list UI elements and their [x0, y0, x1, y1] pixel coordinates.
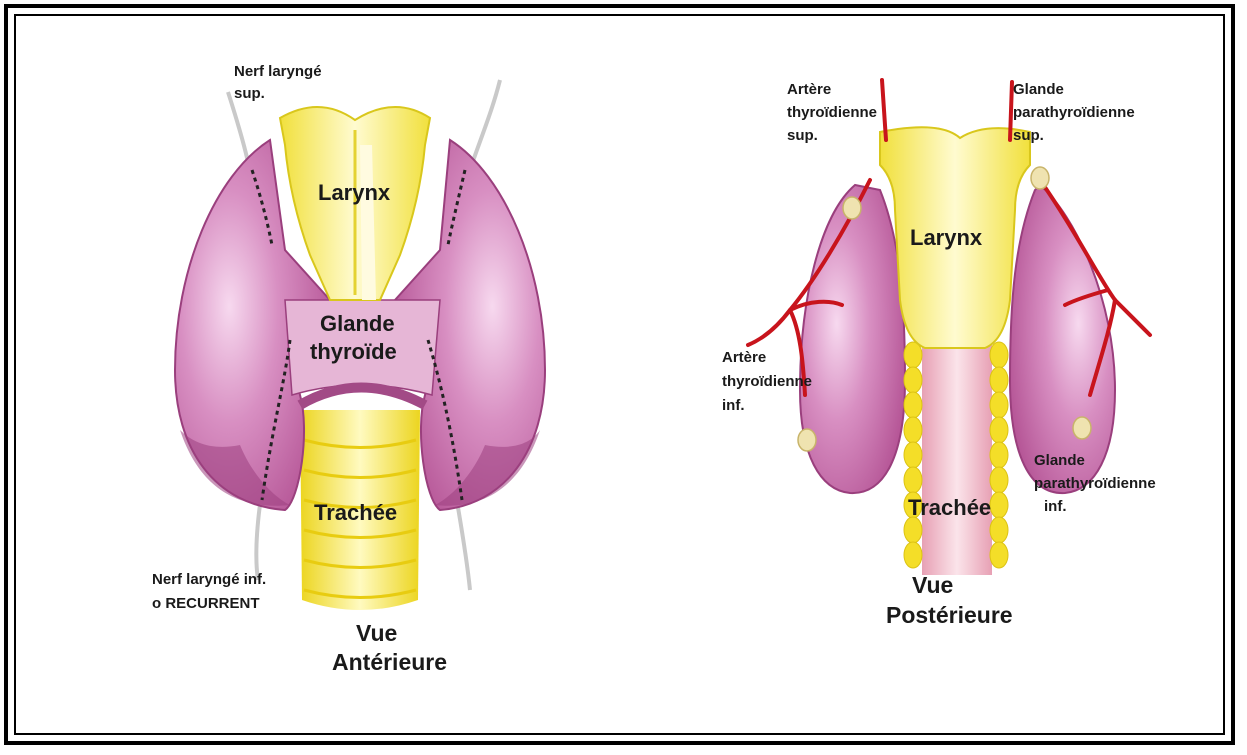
label-para-sup-line2: parathyroïdienne — [1013, 104, 1135, 121]
label-nerf-sup-line2: sup. — [234, 85, 265, 102]
label-view-posterior-line2: Postérieure — [886, 602, 1013, 628]
label-nerf-inf-line1: Nerf laryngé inf. — [152, 571, 266, 588]
label-trachee-posterior: Trachée — [908, 495, 991, 520]
label-view-posterior-line1: Vue — [912, 572, 953, 598]
label-artere-inf-line2: thyroïdienne — [722, 373, 812, 390]
label-larynx-posterior: Larynx — [910, 225, 983, 250]
label-view-anterior-line2: Antérieure — [332, 649, 447, 675]
label-para-inf-line3: inf. — [1044, 498, 1067, 515]
label-artere-sup-line2: thyroïdienne — [787, 104, 877, 121]
label-para-inf-line1: Glande — [1034, 452, 1085, 469]
thyroid-left-lobe-posterior — [800, 185, 905, 493]
label-para-inf-line2: parathyroïdienne — [1034, 475, 1156, 492]
label-artere-inf-line1: Artère — [722, 349, 766, 366]
label-para-sup-line3: sup. — [1013, 127, 1044, 144]
label-larynx-anterior: Larynx — [318, 180, 391, 205]
parathyroid-sup-left — [843, 197, 861, 219]
label-para-sup-line1: Glande — [1013, 81, 1064, 98]
posterior-trachea-membrane — [922, 330, 992, 575]
parathyroid-sup-right — [1031, 167, 1049, 189]
label-nerf-inf-line2: o RECURRENT — [152, 595, 260, 612]
thyroid-right-lobe-posterior — [1010, 185, 1115, 493]
label-nerf-sup-line1: Nerf laryngé — [234, 63, 322, 80]
parathyroid-inf-right — [1073, 417, 1091, 439]
label-artere-sup-line1: Artère — [787, 81, 831, 98]
label-glande-line1: Glande — [320, 311, 395, 336]
label-glande-line2: thyroïde — [310, 339, 397, 364]
posterior-view: Artère thyroïdienne sup. Glande parathyr… — [722, 80, 1156, 628]
label-artere-inf-line3: inf. — [722, 397, 745, 414]
parathyroid-inf-left — [798, 429, 816, 451]
label-trachee-anterior: Trachée — [314, 500, 397, 525]
label-artere-sup-line3: sup. — [787, 127, 818, 144]
label-view-anterior-line1: Vue — [356, 620, 397, 646]
anterior-view: Nerf laryngé sup. Larynx Glande thyroïde… — [152, 63, 545, 675]
